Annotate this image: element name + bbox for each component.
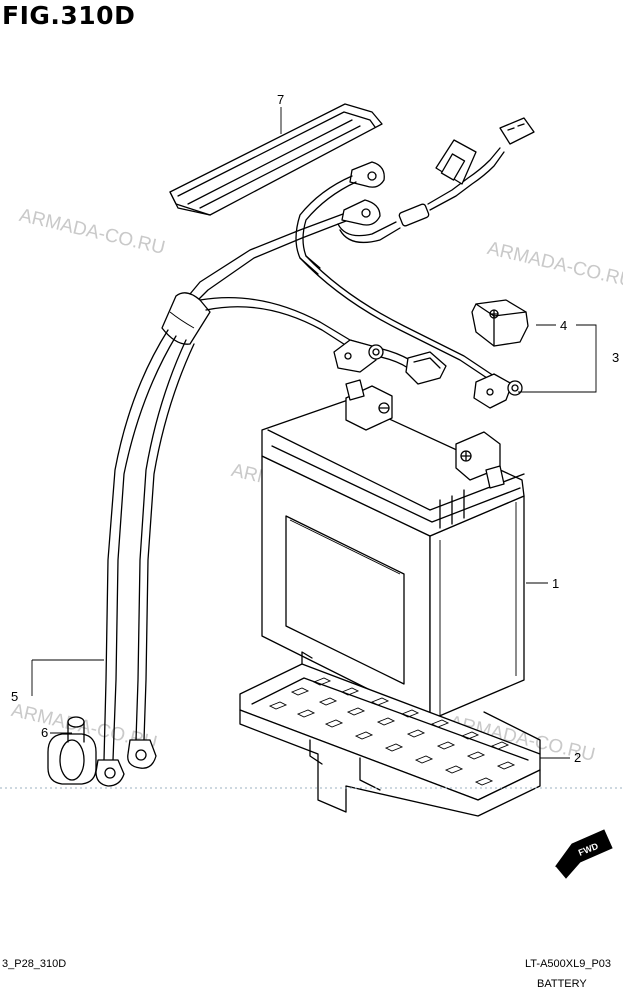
callout-6: 6 [41,725,49,740]
part-5-battery-cables [95,117,535,787]
callout-2: 2 [574,750,582,765]
callout-4: 4 [560,318,568,333]
terminal-bolt-left [333,339,447,385]
callout-7: 7 [277,92,285,107]
callout-1: 1 [552,576,560,591]
terminal-bolt-right [473,373,523,409]
callout-5: 5 [11,689,19,704]
diagram-code: 3_P28_310D [2,958,67,970]
model-code: LT-A500XL9_P03 [525,958,612,970]
part-4-terminal-cap [471,299,529,347]
tray-slots [268,677,516,786]
section-name: BATTERY [537,978,587,990]
part-2-battery-tray [239,651,541,817]
figure-title: FIG.310D [2,1,136,30]
part-6-cable-boot [47,716,97,785]
callout-3: 3 [612,350,620,365]
part-7-battery-strap [169,103,383,216]
forward-arrow-icon: FWD [554,829,613,879]
